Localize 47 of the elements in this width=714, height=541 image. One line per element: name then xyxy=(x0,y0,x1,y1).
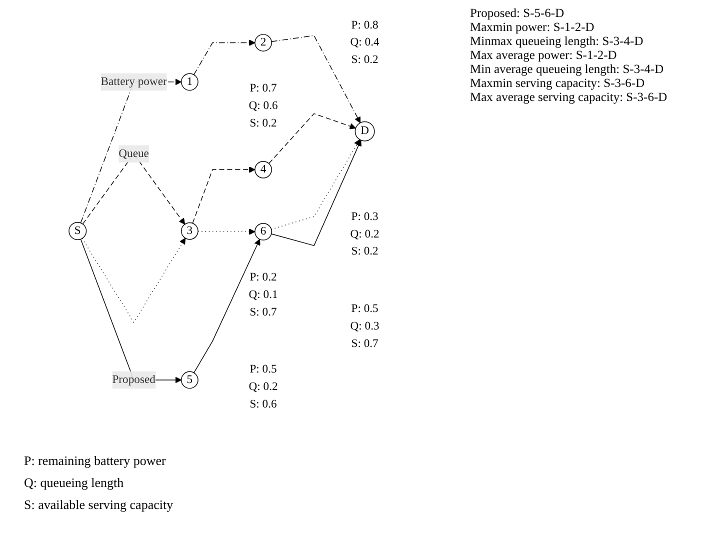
node-circle: 1 xyxy=(180,73,198,91)
node-label: P: 0.5 xyxy=(250,363,277,376)
legend-note: S: available serving capacity xyxy=(24,496,174,514)
legend-note: Q: queueing length xyxy=(24,474,125,492)
route-note: Minmax queueing length: S-3-4-D xyxy=(470,34,644,48)
node-circle: D xyxy=(354,121,375,142)
node-label: Q: 0.3 xyxy=(350,320,380,332)
node-circle: 6 xyxy=(254,222,272,240)
node-label: P: 0.8 xyxy=(351,18,378,32)
route-note: Maxmin power: S-1-2-D xyxy=(470,20,596,34)
legend-note: P: remaining battery power xyxy=(24,452,167,470)
node-label: S: 0.7 xyxy=(351,337,378,350)
node-label: Q: 0.6 xyxy=(248,100,278,112)
node-label: Q: 0.1 xyxy=(248,288,278,301)
arrow xyxy=(194,238,260,374)
arrow xyxy=(271,35,361,124)
route-note: Max average serving capacity: S-3-6-D xyxy=(470,90,668,104)
arrow xyxy=(194,40,256,76)
node-circle: S xyxy=(68,222,87,240)
route-note: Min average queueing length: S-3-4-D xyxy=(470,62,665,76)
edge-label: Queue xyxy=(118,147,149,160)
node-label: Q: 0.4 xyxy=(350,36,380,49)
route-note: Proposed: S-5-6-D xyxy=(470,6,566,20)
node-circle: 3 xyxy=(180,222,198,240)
node-label: S: 0.7 xyxy=(250,306,277,318)
node-label: P: 0.2 xyxy=(250,271,277,284)
arrow xyxy=(268,113,356,164)
node-circle: 4 xyxy=(254,160,272,178)
node-label: P: 0.5 xyxy=(351,302,378,315)
node-circle: 2 xyxy=(254,34,272,52)
node-label: S: 0.2 xyxy=(351,54,378,66)
node-circle: 5 xyxy=(180,371,198,389)
arrow xyxy=(192,166,256,224)
node-label: S: 0.2 xyxy=(250,117,277,130)
node-label: S: 0.6 xyxy=(250,398,277,410)
route-note: Maxmin serving capacity: S-3-6-D xyxy=(470,76,646,90)
route-note: Max average power: S-1-2-D xyxy=(470,48,618,62)
arrow xyxy=(270,140,362,246)
arrow xyxy=(82,238,186,324)
edge-label: Battery power xyxy=(100,75,167,88)
edge-label: Proposed xyxy=(112,373,156,386)
node-label: P: 0.3 xyxy=(351,210,378,223)
node-label: S: 0.2 xyxy=(351,245,378,258)
node-label: Q: 0.2 xyxy=(248,380,278,394)
node-label: P: 0.7 xyxy=(250,82,277,95)
arrow xyxy=(80,78,182,224)
node-label: Q: 0.2 xyxy=(350,228,380,240)
